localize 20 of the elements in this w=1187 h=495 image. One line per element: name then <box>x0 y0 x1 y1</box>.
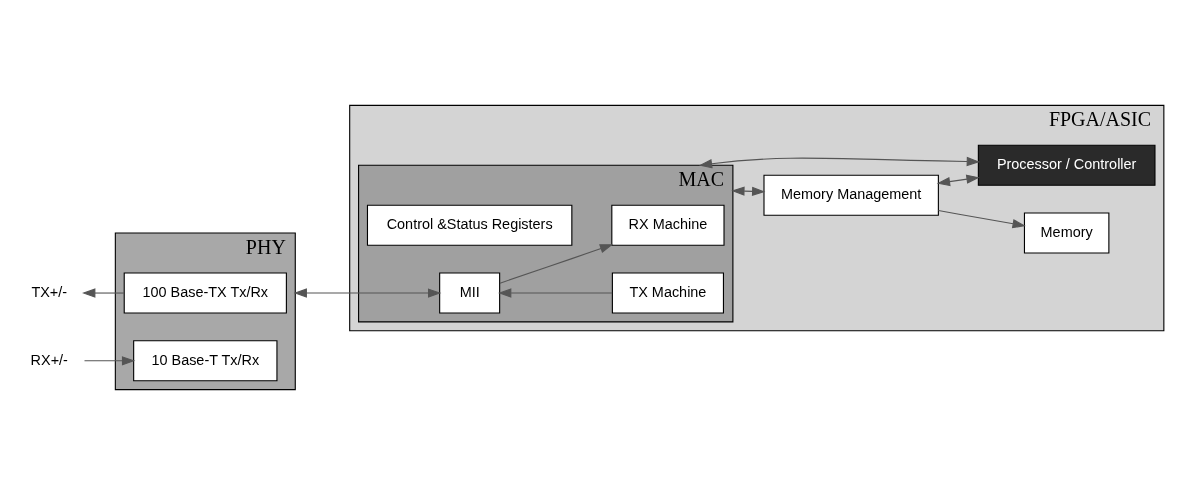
arrow <box>936 174 980 187</box>
arrow <box>293 288 442 298</box>
node-text: RX+/- <box>30 351 68 368</box>
node-box: RX Machine <box>611 204 725 246</box>
node-box: 100 Base-TX Tx/Rx <box>123 272 287 314</box>
node-text: TX+/- <box>31 283 68 300</box>
arrow <box>698 156 980 169</box>
arrow <box>731 186 766 196</box>
node-box: MII <box>439 272 501 314</box>
arrow <box>498 288 613 298</box>
node-box: Memory Management <box>763 174 939 216</box>
node-box: Processor / Controller <box>977 144 1156 186</box>
arrow <box>937 210 1026 229</box>
arrow <box>499 244 614 284</box>
node-box: Memory <box>1023 212 1110 254</box>
node-box: 10 Base-T Tx/Rx <box>133 340 278 382</box>
node-box: Control &Status Registers <box>366 204 573 246</box>
arrow <box>83 356 136 366</box>
arrow <box>82 288 125 298</box>
node-box: TX Machine <box>611 272 724 314</box>
